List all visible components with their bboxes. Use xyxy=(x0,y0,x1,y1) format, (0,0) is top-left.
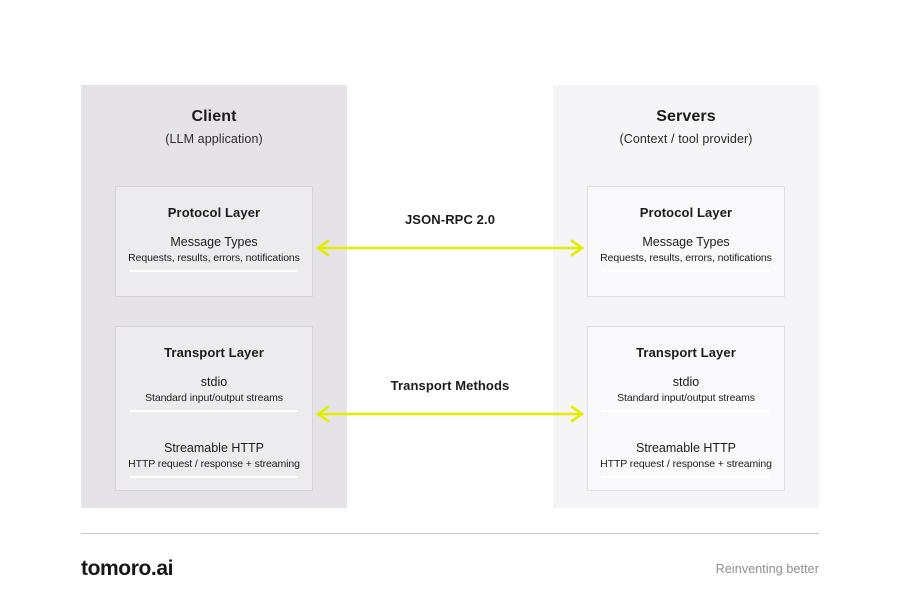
servers-protocol-block-message-types: Message Types Requests, results, errors,… xyxy=(588,234,784,272)
panel-client-title: Client xyxy=(191,108,237,125)
block-main-label: Streamable HTTP xyxy=(163,441,265,455)
block-main-label: Streamable HTTP xyxy=(635,441,737,455)
panel-client-subtitle: (LLM application) xyxy=(165,132,263,146)
servers-transport-block-streamable-http: Streamable HTTP HTTP request / response … xyxy=(588,440,784,478)
block-divider xyxy=(130,476,298,478)
connector-json-rpc-label: JSON-RPC 2.0 xyxy=(404,212,496,227)
double-headed-arrow-icon xyxy=(315,405,585,423)
client-protocol-layer-card: Protocol Layer Message Types Requests, r… xyxy=(115,186,313,297)
tomoro-logo: tomoro.ai xyxy=(81,557,174,580)
panel-servers-header: Servers (Context / tool provider) xyxy=(553,107,819,148)
footer-tagline: Reinventing better xyxy=(715,562,819,576)
servers-transport-layer-title: Transport Layer xyxy=(636,345,736,360)
connector-transport-methods: Transport Methods xyxy=(310,378,590,424)
block-desc-label: HTTP request / response + streaming xyxy=(128,458,300,470)
servers-protocol-layer-card: Protocol Layer Message Types Requests, r… xyxy=(587,186,785,297)
block-main-label: Message Types xyxy=(642,235,730,249)
footer-divider xyxy=(81,533,819,534)
block-desc-label: Requests, results, errors, notifications xyxy=(600,252,772,264)
block-main-label: Message Types xyxy=(170,235,258,249)
panel-servers-title: Servers xyxy=(656,108,716,125)
client-transport-layer-card: Transport Layer stdio Standard input/out… xyxy=(115,326,313,491)
connector-transport-methods-label: Transport Methods xyxy=(390,378,510,393)
double-headed-arrow-icon xyxy=(315,239,585,257)
block-desc-label: Requests, results, errors, notifications xyxy=(128,252,300,264)
servers-transport-block-stdio: stdio Standard input/output streams xyxy=(588,374,784,412)
block-desc-label: Standard input/output streams xyxy=(617,392,755,404)
panel-servers-subtitle: (Context / tool provider) xyxy=(619,132,753,146)
servers-protocol-layer-title: Protocol Layer xyxy=(639,205,733,220)
block-desc-label: Standard input/output streams xyxy=(145,392,283,404)
panel-servers: Servers (Context / tool provider) Protoc… xyxy=(553,85,819,508)
block-main-label: stdio xyxy=(200,375,228,389)
client-protocol-block-message-types: Message Types Requests, results, errors,… xyxy=(116,234,312,272)
client-transport-block-streamable-http: Streamable HTTP HTTP request / response … xyxy=(116,440,312,478)
block-divider xyxy=(602,410,770,412)
block-main-label: stdio xyxy=(672,375,700,389)
client-protocol-layer-title: Protocol Layer xyxy=(167,205,261,220)
block-divider xyxy=(602,270,770,272)
block-divider xyxy=(130,270,298,272)
client-transport-block-stdio: stdio Standard input/output streams xyxy=(116,374,312,412)
servers-transport-layer-card: Transport Layer stdio Standard input/out… xyxy=(587,326,785,491)
connector-json-rpc: JSON-RPC 2.0 xyxy=(310,212,590,258)
client-transport-layer-title: Transport Layer xyxy=(164,345,264,360)
block-divider xyxy=(130,410,298,412)
panel-client: Client (LLM application) Protocol Layer … xyxy=(81,85,347,508)
panel-client-header: Client (LLM application) xyxy=(81,107,347,148)
block-desc-label: HTTP request / response + streaming xyxy=(600,458,772,470)
block-divider xyxy=(602,476,770,478)
